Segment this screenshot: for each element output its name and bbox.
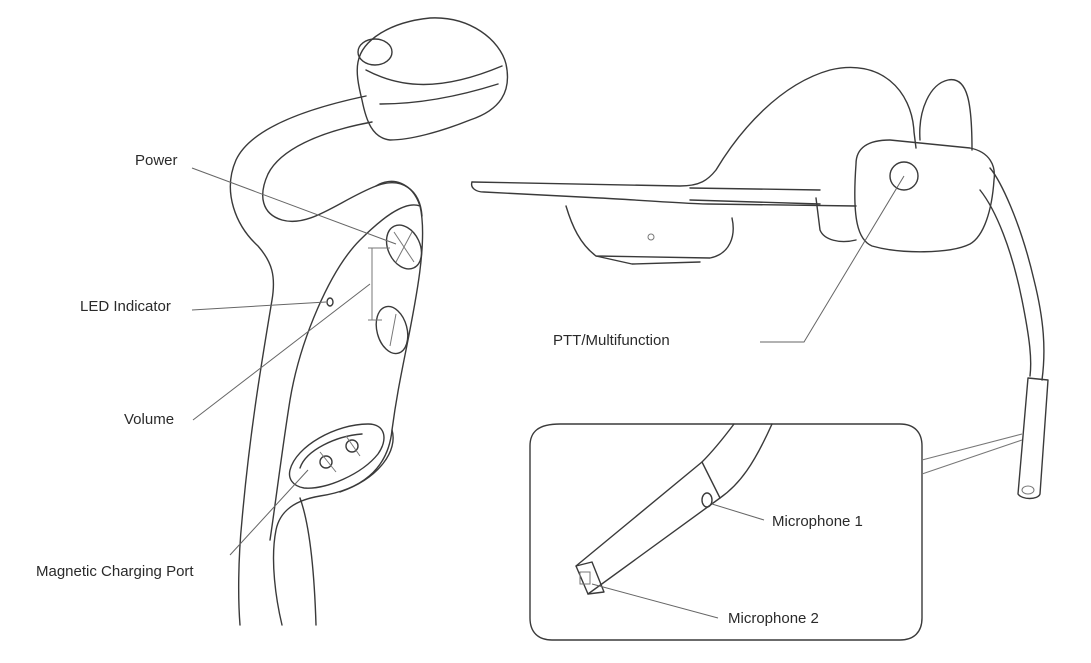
led-indicator <box>326 297 334 307</box>
volume-leader <box>192 283 371 421</box>
microphone-2-port <box>579 571 591 585</box>
volume-label: Volume <box>124 411 175 428</box>
microphone-1-port <box>701 492 713 508</box>
power-label: Power <box>135 152 178 169</box>
pod-button <box>357 38 393 66</box>
led-leader <box>191 301 327 311</box>
volume-button <box>375 305 409 355</box>
power-leader <box>191 167 397 245</box>
ptt-label: PTT/Multifunction <box>553 332 670 349</box>
ptt-leader <box>760 175 905 343</box>
microphone-2-label: Microphone 2 <box>728 610 819 627</box>
power-button <box>385 224 423 270</box>
headset-side-view <box>229 17 509 626</box>
charging-leader <box>229 469 309 556</box>
led-indicator-label: LED Indicator <box>80 298 171 315</box>
ptt-button <box>889 161 919 191</box>
headset-front-view <box>470 66 1049 500</box>
charging-port-label: Magnetic Charging Port <box>36 563 194 580</box>
microphone-1-label: Microphone 1 <box>772 513 863 530</box>
charging-port <box>288 423 385 489</box>
mic-inset <box>529 423 1023 641</box>
